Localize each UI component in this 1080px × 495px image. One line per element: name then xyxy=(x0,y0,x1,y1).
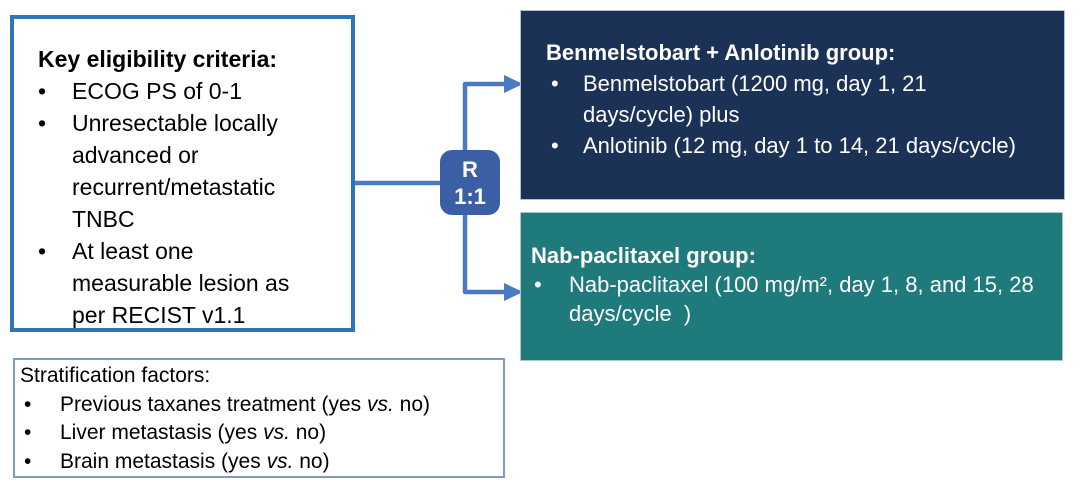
stratification-box: Stratification factors: • Previous taxan… xyxy=(13,358,505,478)
arm1-item-text: Anlotinib (12 mg, day 1 to 14, 21 days/c… xyxy=(583,133,1016,158)
randomization-ratio: 1:1 xyxy=(454,183,486,209)
arm1-box: Benmelstobart + Anlotinib group: • Benme… xyxy=(520,10,1065,200)
arm2-title: Nab-paclitaxel group: xyxy=(531,243,756,268)
item-text-pre: Brain metastasis (yes xyxy=(60,449,267,473)
arm2-box: Nab-paclitaxel group: • Nab-paclitaxel (… xyxy=(520,212,1063,361)
arm1-item: • Benmelstobart (1200 mg, day 1, 21 days… xyxy=(546,68,1046,130)
bullet-marker: • xyxy=(38,238,47,264)
bullet-marker: • xyxy=(551,133,559,158)
stratification-item: • Previous taxanes treatment (yes vs. no… xyxy=(20,391,503,420)
stratification-item-text: Brain metastasis (yes vs. no) xyxy=(60,448,330,477)
bullet-marker: • xyxy=(24,421,32,444)
bullet-marker: • xyxy=(24,449,32,473)
eligibility-box: Key eligibility criteria: • ECOG PS of 0… xyxy=(10,15,355,332)
arm2-item: • Nab-paclitaxel (100 mg/m², day 1, 8, a… xyxy=(531,270,1047,328)
item-text-post: no) xyxy=(393,392,431,416)
arm1-item: • Anlotinib (12 mg, day 1 to 14, 21 days… xyxy=(546,130,1046,161)
randomization-letter: R xyxy=(462,156,478,182)
eligibility-item-text: Unresectable locally advanced or recurre… xyxy=(72,110,278,232)
eligibility-item-text: ECOG PS of 0-1 xyxy=(72,78,243,104)
eligibility-title: Key eligibility criteria: xyxy=(38,46,278,72)
eligibility-item-text: At least one measurable lesion as per RE… xyxy=(72,238,290,328)
stratification-item: • Liver metastasis (yes vs. no) xyxy=(20,419,503,448)
stratification-title: Stratification factors: xyxy=(20,364,211,387)
arm2-item-text: Nab-paclitaxel (100 mg/m², day 1, 8, and… xyxy=(569,272,1040,326)
stratification-item-text: Previous taxanes treatment (yes vs. no) xyxy=(60,391,430,420)
item-text-post: no) xyxy=(289,421,327,444)
eligibility-item: • Unresectable locally advanced or recur… xyxy=(38,107,345,235)
randomization-badge: R 1:1 xyxy=(440,150,500,215)
item-text-pre: Previous taxanes treatment (yes xyxy=(60,392,367,416)
item-text-pre: Liver metastasis (yes xyxy=(60,421,264,444)
arm1-title: Benmelstobart + Anlotinib group: xyxy=(546,40,896,65)
vs-italic: vs. xyxy=(263,421,290,444)
item-text-post: no) xyxy=(293,449,330,473)
bullet-marker: • xyxy=(24,392,32,416)
bullet-marker: • xyxy=(38,110,47,136)
stratification-item: • Brain metastasis (yes vs. no) xyxy=(20,448,503,477)
bullet-marker: • xyxy=(534,272,542,297)
arm1-item-text: Benmelstobart (1200 mg, day 1, 21 days/c… xyxy=(583,71,927,127)
bullet-marker: • xyxy=(551,71,559,96)
bullet-marker: • xyxy=(38,78,47,104)
vs-italic: vs. xyxy=(366,392,394,416)
elbow-top xyxy=(462,81,506,152)
elbow-bottom xyxy=(462,213,506,295)
stratification-item-text: Liver metastasis (yes vs. no) xyxy=(60,419,326,448)
eligibility-item: • ECOG PS of 0-1 xyxy=(38,75,345,107)
eligibility-item: • At least one measurable lesion as per … xyxy=(38,235,345,331)
vs-italic: vs. xyxy=(266,449,294,473)
